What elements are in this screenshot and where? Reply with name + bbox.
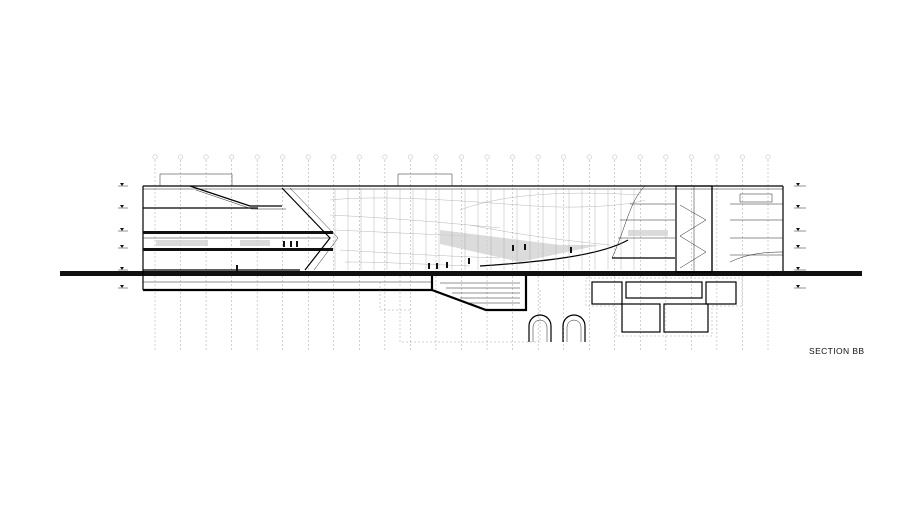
grid-axis-bubble <box>510 154 515 160</box>
grid-axis-bubble <box>331 154 337 160</box>
grid-axis-bubble <box>305 154 311 160</box>
level-marker-triangle <box>120 245 124 248</box>
grid-axis-bubble <box>280 154 286 160</box>
sunken-auditorium <box>379 276 541 343</box>
arched-tunnels <box>528 314 586 342</box>
right-block <box>611 185 784 273</box>
grid-axis-bubble <box>356 154 362 160</box>
grid-axis-bubble <box>178 154 183 160</box>
level-marker-triangle <box>796 228 800 231</box>
grid-axis-bubble <box>561 154 567 160</box>
grid-axis-bubble <box>740 154 745 160</box>
grid-axis-bubble <box>714 154 720 160</box>
grid-axis-bubble <box>612 154 618 160</box>
grid-axis-bubble <box>459 154 464 160</box>
level-marker-triangle <box>796 245 800 248</box>
grid-axis-bubble <box>254 154 260 160</box>
ground-line <box>60 271 862 276</box>
grid-axis-bubble <box>229 154 235 160</box>
grid-axis-bubble <box>433 154 439 160</box>
level-marker-triangle <box>120 285 124 288</box>
level-marker-triangle <box>796 285 800 288</box>
level-markers <box>118 183 806 289</box>
floor-slabs-left <box>143 185 339 271</box>
grid-axis-bubble <box>637 154 643 160</box>
grid-axis-bubble <box>152 154 158 160</box>
grid-axis-bubble <box>535 154 541 160</box>
section-title: SECTION BB <box>809 346 865 356</box>
underground-vaults <box>585 277 743 337</box>
level-marker-triangle <box>120 183 124 186</box>
level-marker-triangle <box>120 228 124 231</box>
level-marker-triangle <box>796 205 800 208</box>
level-marker-triangle <box>796 267 800 270</box>
grid-axes <box>152 154 771 352</box>
grid-axis-bubble <box>663 154 669 160</box>
level-marker-triangle <box>120 267 124 270</box>
central-atrium <box>236 189 646 271</box>
grid-axis-bubble <box>765 154 771 160</box>
grid-axis-bubble <box>203 154 209 160</box>
level-marker-triangle <box>796 183 800 186</box>
grid-axis-bubble <box>688 154 694 160</box>
level-marker-triangle <box>120 205 124 208</box>
grid-axis-bubble <box>408 154 413 160</box>
grid-axis-bubble <box>586 154 592 160</box>
grid-axis-bubble <box>484 154 490 160</box>
grid-axis-bubble <box>382 154 388 160</box>
